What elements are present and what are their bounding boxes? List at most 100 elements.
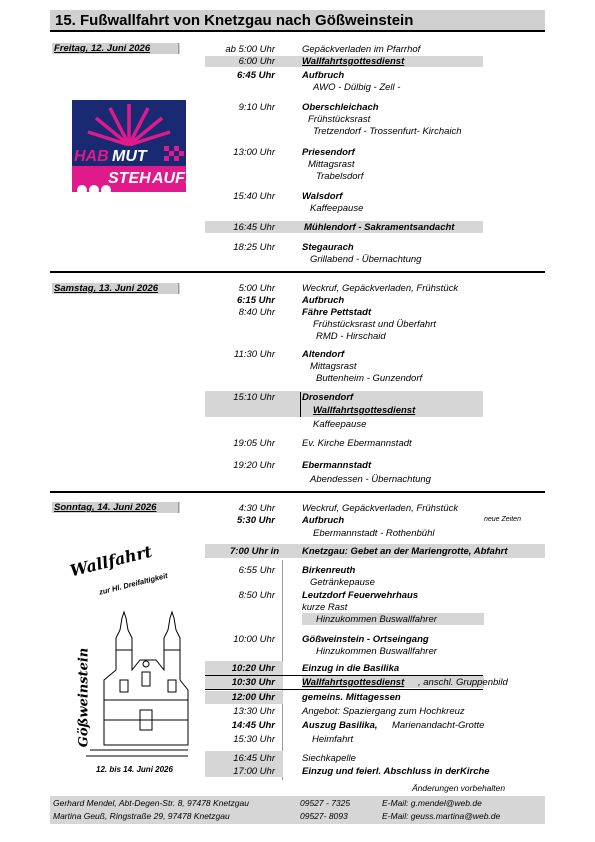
time: ab 5:00 Uhr bbox=[225, 44, 275, 55]
time: 13:30 Uhr bbox=[233, 706, 275, 717]
time: 15:10 Uhr bbox=[233, 392, 275, 403]
bracket-line bbox=[300, 392, 301, 417]
description: Ev. Kirche Ebermannstadt bbox=[302, 438, 412, 449]
time: 9:10 Uhr bbox=[238, 102, 275, 113]
description: Heimfahrt bbox=[312, 734, 354, 745]
church-emblem: Wallfahrt zur Hl. Dreifaltigkeit Gößwein… bbox=[60, 542, 190, 780]
time: 14:45 Uhr bbox=[231, 720, 275, 731]
time: 12:00 Uhr bbox=[231, 692, 275, 703]
time: 19:05 Uhr bbox=[233, 438, 275, 449]
sub-description: Kaffeepause bbox=[310, 203, 364, 214]
sub-description: Buttenheim - Gunzendorf bbox=[316, 373, 423, 384]
description: Wallfahrtsgottesdienst bbox=[302, 56, 405, 67]
time: 6:15 Uhr bbox=[236, 295, 275, 306]
description: Einzug und feierl. Abschluss in derKirch… bbox=[302, 766, 490, 777]
sub-description: AWO - Dülbig - Zell - bbox=[313, 82, 401, 93]
highlight-bar bbox=[302, 676, 484, 688]
church-icon bbox=[86, 610, 189, 757]
time: 6:00 Uhr bbox=[238, 56, 275, 67]
highlight-bar bbox=[205, 56, 483, 67]
description: Knetzgau: Gebet an der Mariengrotte, Abf… bbox=[302, 546, 508, 557]
logo-mut: MUT bbox=[112, 148, 147, 165]
contact-name: Martina Geuß, Ringstraße 29, 97478 Knetz… bbox=[53, 811, 230, 821]
day-label-saturday: Samstag, 13. Juni 2026 bbox=[52, 283, 180, 294]
time: 15:40 Uhr bbox=[233, 191, 275, 202]
description: Ebermannstadt bbox=[302, 460, 372, 471]
sub-description: Grillabend - Übernachtung bbox=[310, 254, 422, 265]
description: Siechkapelle bbox=[302, 753, 356, 764]
footer-contacts: Gerhard Mendel, Abt-Degen-Str. 8, 97478 … bbox=[50, 796, 545, 824]
description: Mühlendorf - Sakramentsandacht bbox=[304, 222, 455, 233]
contact-email[interactable]: E-Mail: geuss.martina@web.de bbox=[382, 811, 501, 821]
description: Aufbruch bbox=[302, 295, 345, 306]
logo-auf: AUF! bbox=[152, 170, 186, 187]
description: Einzug in die Basilika bbox=[302, 663, 400, 674]
highlight-bar bbox=[205, 544, 545, 558]
sub-description: Trabelsdorf bbox=[316, 171, 364, 182]
sub-description: Getränkepause bbox=[310, 577, 375, 588]
time: 16:45 Uhr bbox=[233, 222, 275, 233]
title-bar: 15. Fußwallfahrt von Knetzgau nach Gößwe… bbox=[50, 10, 545, 30]
hab-mut-steh-auf-logo: HAB MUT STEH AUF! bbox=[72, 100, 186, 200]
description: Drosendorf bbox=[302, 392, 354, 403]
contact-phone: 09527- 8093 bbox=[300, 811, 348, 821]
day-rule bbox=[178, 502, 179, 513]
description: Leutzdorf Feuerwehrhaus bbox=[302, 590, 419, 601]
sub-description: Frühstücksrast und Überfahrt bbox=[313, 319, 437, 330]
sub-description: Abendessen - Übernachtung bbox=[310, 474, 431, 485]
highlight-bar bbox=[205, 751, 283, 777]
description: Gepäckverladen im Pfarrhof bbox=[302, 44, 421, 55]
description: Weckruf, Gepäckverladen, Frühstück bbox=[302, 503, 459, 514]
time: 17:00 Uhr bbox=[233, 766, 275, 777]
logo-steh: STEH bbox=[108, 170, 151, 187]
sub-description: Mittagsrast bbox=[308, 159, 355, 170]
description: Stegaurach bbox=[302, 242, 354, 253]
sub-description: , anschl. Gruppenbild bbox=[418, 677, 508, 688]
description: Gößweinstein - Ortseingang bbox=[302, 634, 429, 645]
sub-description: Kaffeepause bbox=[313, 419, 367, 430]
day-rule bbox=[178, 283, 179, 294]
time: 19:20 Uhr bbox=[233, 460, 275, 471]
description: Birkenreuth bbox=[302, 565, 356, 576]
description: Altendorf bbox=[302, 349, 345, 360]
description: Walsdorf bbox=[302, 191, 343, 202]
emblem-dates: 12. bis 14. Juni 2026 bbox=[96, 765, 173, 774]
sub-description: Wallfahrtsgottesdienst bbox=[313, 405, 416, 416]
day-label-friday: Freitag, 12. Juni 2026 bbox=[52, 43, 180, 54]
time: 5:00 Uhr bbox=[238, 283, 275, 294]
time: 4:30 Uhr bbox=[238, 503, 275, 514]
highlight-bar bbox=[205, 691, 283, 704]
day-separator bbox=[50, 491, 545, 493]
title-rule bbox=[50, 30, 545, 32]
time: 8:40 Uhr bbox=[238, 307, 275, 318]
emblem-side-text: Gößweinstein bbox=[76, 647, 92, 748]
time: 10:30 Uhr bbox=[231, 677, 275, 688]
logo-hab: HAB bbox=[74, 148, 109, 165]
sub-description: Ebermannstadt - Rothenbühl bbox=[313, 528, 435, 539]
description: Aufbruch bbox=[302, 515, 345, 526]
description: Auszug Basilika, bbox=[302, 720, 378, 731]
time: 6:45 Uhr bbox=[236, 70, 275, 81]
description: Weckruf, Gepäckverladen, Frühstück bbox=[302, 283, 459, 294]
page-title: 15. Fußwallfahrt von Knetzgau nach Gößwe… bbox=[55, 12, 414, 29]
contact-name: Gerhard Mendel, Abt-Degen-Str. 8, 97478 … bbox=[53, 798, 249, 808]
sub-description: Tretzendorf - Trossenfurt- Kirchaich bbox=[313, 126, 462, 137]
changes-note: Änderungen vorbehalten bbox=[412, 783, 506, 793]
day-separator bbox=[50, 271, 545, 273]
contact-email[interactable]: E-Mail: g.mendel@web.de bbox=[382, 798, 482, 808]
sub-description: Marienandacht-Grotte bbox=[392, 720, 485, 731]
sub-description: Hinzukommen Buswallfahrer bbox=[316, 646, 437, 657]
highlight-bar bbox=[205, 221, 483, 233]
divider bbox=[205, 675, 483, 676]
time: 8:50 Uhr bbox=[238, 590, 275, 601]
time: 10:00 Uhr bbox=[233, 634, 275, 645]
time: 13:00 Uhr bbox=[233, 147, 275, 158]
description: gemeins. Mittagessen bbox=[302, 692, 401, 703]
time: 15:30 Uhr bbox=[233, 734, 275, 745]
sub-description: kurze Rast bbox=[302, 602, 348, 613]
day-label-sunday: Sonntag, 14. Juni 2026 bbox=[52, 502, 180, 513]
description: Oberschleichach bbox=[302, 102, 379, 113]
time: 10:20 Uhr bbox=[231, 663, 275, 674]
time: 11:30 Uhr bbox=[233, 349, 275, 360]
description: Aufbruch bbox=[302, 70, 345, 81]
